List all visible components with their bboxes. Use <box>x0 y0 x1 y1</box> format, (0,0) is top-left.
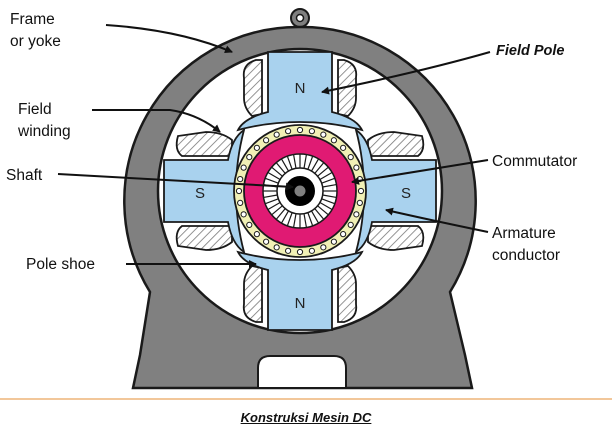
figure-caption: Konstruksi Mesin DC <box>240 410 372 425</box>
armature-conductor <box>330 238 337 245</box>
armature-conductor <box>240 211 247 218</box>
commutator-segment <box>317 166 329 177</box>
commutator-segment <box>265 177 279 184</box>
commutator-segment <box>280 210 290 224</box>
pole-top-letter: N <box>295 80 306 97</box>
label-shaft: Shaft <box>6 167 43 184</box>
commutator-segment <box>265 198 279 205</box>
commutator-segment <box>267 171 281 181</box>
pole-top <box>236 51 364 132</box>
armature-conductor <box>285 247 292 254</box>
commutator-segment <box>303 154 308 169</box>
commutator-segment <box>321 198 335 205</box>
leader-lines <box>57 24 491 268</box>
image-frame <box>0 398 612 400</box>
commutator-segment <box>310 210 320 224</box>
armature-conductor <box>320 131 327 138</box>
commutator-segment <box>310 158 320 172</box>
commutator-segment <box>263 194 278 199</box>
armature-conductor <box>285 128 292 135</box>
armature-conductor <box>237 176 244 183</box>
commutator-segment <box>286 212 293 226</box>
armature-conductor <box>353 211 360 218</box>
commutator-segment <box>307 212 314 226</box>
armature-conductor <box>340 144 347 151</box>
armature-conductor <box>246 221 253 228</box>
armature-conductor <box>253 144 260 151</box>
armature-conductor <box>240 164 247 171</box>
dc-machine-diagram: N N S S Frame or yoke Field Pole Field w… <box>6 8 577 390</box>
armature-conductor <box>273 131 280 138</box>
commutator-segment <box>292 154 297 169</box>
armature-conductor <box>356 199 363 206</box>
armature-conductor <box>308 247 315 254</box>
armature-conductor <box>235 187 243 195</box>
commutator-segment <box>303 213 308 228</box>
armature-conductor <box>273 244 280 251</box>
commutator-segment <box>321 177 335 184</box>
armature-conductor <box>296 126 304 134</box>
commutator-segment <box>307 156 314 170</box>
commutator-segment <box>275 208 286 220</box>
armature-conductor <box>353 164 360 171</box>
pole-right-letter: S <box>401 185 411 202</box>
armature-conductor <box>347 221 354 228</box>
label-field-winding-line2: winding <box>17 123 71 140</box>
armature-conductor <box>263 238 270 245</box>
pole-left-letter: S <box>195 185 205 202</box>
commutator-segment <box>322 183 337 188</box>
label-frame-line1: Frame <box>10 11 55 28</box>
armature-conductor <box>237 199 244 206</box>
commutator-segment <box>319 171 333 181</box>
armature-conductor <box>296 248 304 256</box>
label-armature-line1: Armature <box>492 225 556 242</box>
commutator-segment <box>271 166 283 177</box>
label-field-winding-line1: Field <box>18 101 52 118</box>
armature-conductor <box>330 137 337 144</box>
armature-conductor <box>308 128 315 135</box>
armature-conductor <box>320 244 327 251</box>
commutator-segment <box>319 201 333 211</box>
commutator-segment <box>267 201 281 211</box>
pole-bottom <box>236 250 364 331</box>
label-commutator: Commutator <box>492 153 577 170</box>
armature-conductor <box>246 154 253 161</box>
label-pole-shoe: Pole shoe <box>26 256 95 273</box>
base-slot <box>257 355 347 389</box>
commutator-segment <box>292 213 297 228</box>
label-armature-line2: conductor <box>492 247 560 264</box>
commutator-segment <box>275 162 286 174</box>
commutator-segment <box>322 194 337 199</box>
commutator-segment <box>286 156 293 170</box>
commutator-segments <box>263 154 337 228</box>
commutator-segment <box>314 208 325 220</box>
armature-conductor <box>263 137 270 144</box>
armature-conductor <box>347 154 354 161</box>
commutator-segment <box>317 205 329 216</box>
commutator-segment <box>280 158 290 172</box>
commutator-segment <box>314 162 325 174</box>
pole-bottom-letter: N <box>295 295 306 312</box>
label-field-pole: Field Pole <box>496 43 565 59</box>
armature-conductor <box>357 187 365 195</box>
armature-conductor <box>253 231 260 238</box>
label-frame-line2: or yoke <box>10 33 61 50</box>
armature-conductor <box>340 231 347 238</box>
commutator-segment <box>271 205 283 216</box>
